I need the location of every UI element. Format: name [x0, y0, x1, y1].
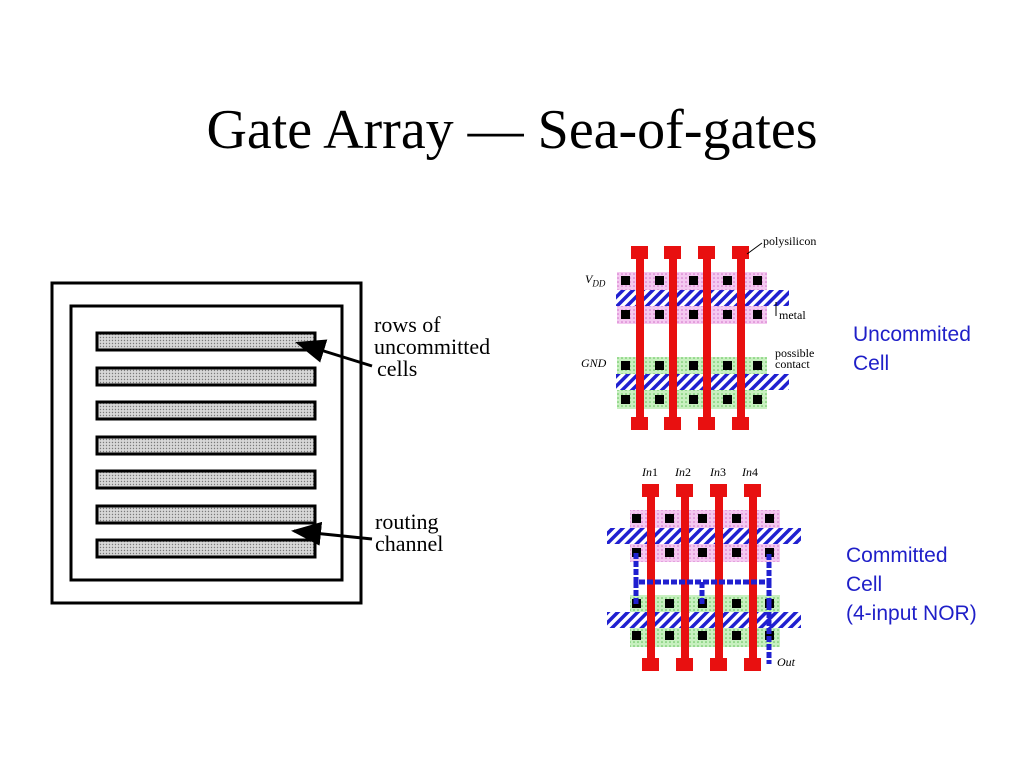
input-prefix: In	[675, 465, 685, 479]
gnd-metal-rail	[607, 612, 801, 628]
vdd-metal-rail	[616, 290, 789, 306]
contact-label: possible contact	[775, 346, 815, 371]
uncommitted-cell-caption: Uncommited Cell	[853, 320, 971, 378]
contact-label-line: possible	[775, 346, 815, 360]
possible-contacts	[621, 276, 762, 404]
committed-cell-layout	[607, 484, 801, 671]
vdd-label-sub: DD	[592, 278, 606, 289]
caption-line: Committed	[846, 544, 948, 567]
cell-row	[95, 538, 317, 559]
input-label-4: In4	[742, 465, 758, 480]
routing-arrow	[291, 521, 373, 546]
caption-line: Cell	[853, 352, 890, 375]
polysilicon-gates	[642, 484, 761, 671]
die-outer-border	[50, 281, 363, 605]
vdd-label: VDD	[585, 272, 605, 288]
input-num: 3	[720, 465, 726, 479]
cell-row	[95, 366, 317, 387]
input-prefix: In	[642, 465, 652, 479]
cell-row	[95, 331, 317, 352]
polysilicon-leader	[746, 242, 763, 255]
polysilicon-label: polysilicon	[763, 234, 817, 248]
input-prefix: In	[710, 465, 720, 479]
output-wire	[633, 553, 772, 664]
vdd-label-text: V	[585, 272, 593, 286]
vdd-metal-rail	[607, 528, 801, 544]
input-prefix: In	[742, 465, 752, 479]
input-label-3: In3	[710, 465, 726, 480]
routing-label-line: routing	[375, 509, 439, 534]
input-num: 1	[652, 465, 658, 479]
rows-arrow	[295, 339, 373, 368]
cell-row	[95, 469, 317, 490]
caption-line: (4-input NOR)	[846, 602, 977, 625]
input-num: 4	[752, 465, 758, 479]
routing-label-line: channel	[375, 531, 444, 556]
rows-label-line: rows of	[374, 312, 441, 337]
metal-label: metal	[779, 308, 806, 322]
uncommitted-cell-layout	[616, 242, 789, 430]
cell-row	[95, 435, 317, 456]
rows-label-line: uncommitted	[374, 334, 491, 359]
caption-line: Cell	[846, 573, 883, 596]
rows-label-line: cells	[377, 356, 418, 381]
die-inner-border	[69, 304, 344, 582]
polysilicon-gates	[631, 246, 749, 430]
gate-array-die	[50, 281, 373, 605]
cell-row	[95, 400, 317, 421]
slide-title: Gate Array — Sea-of-gates	[206, 99, 818, 161]
rows-label: rows of uncommitted cells	[374, 314, 490, 380]
out-label: Out	[777, 655, 795, 669]
input-label-2: In2	[675, 465, 691, 480]
input-label-1: In1	[642, 465, 658, 480]
cell-row	[95, 504, 317, 525]
caption-line: Uncommited	[853, 323, 971, 346]
routing-label: routing channel	[375, 511, 443, 555]
gnd-metal-rail	[616, 374, 789, 390]
input-num: 2	[685, 465, 691, 479]
committed-cell-caption: Committed Cell (4-input NOR)	[846, 541, 977, 628]
gnd-label: GND	[581, 356, 607, 370]
contact-label-line: contact	[775, 357, 810, 371]
